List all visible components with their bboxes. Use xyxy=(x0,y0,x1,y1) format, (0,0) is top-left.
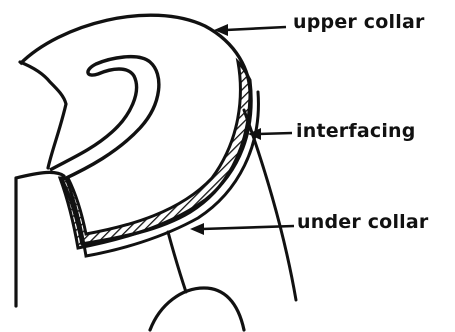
garment-left-panel xyxy=(16,172,64,306)
neck-line xyxy=(168,232,186,292)
label-interfacing: interfacing xyxy=(296,122,416,141)
garment-edge-top xyxy=(20,62,66,168)
label-under-collar: under collar xyxy=(297,213,428,232)
shoulder-curve xyxy=(150,288,244,330)
leader-upper-collar xyxy=(214,24,286,36)
garment-fold-line xyxy=(244,110,296,300)
label-upper-collar: upper collar xyxy=(293,13,425,32)
upper-collar-outline xyxy=(20,15,250,244)
interfacing-layer xyxy=(60,62,251,248)
